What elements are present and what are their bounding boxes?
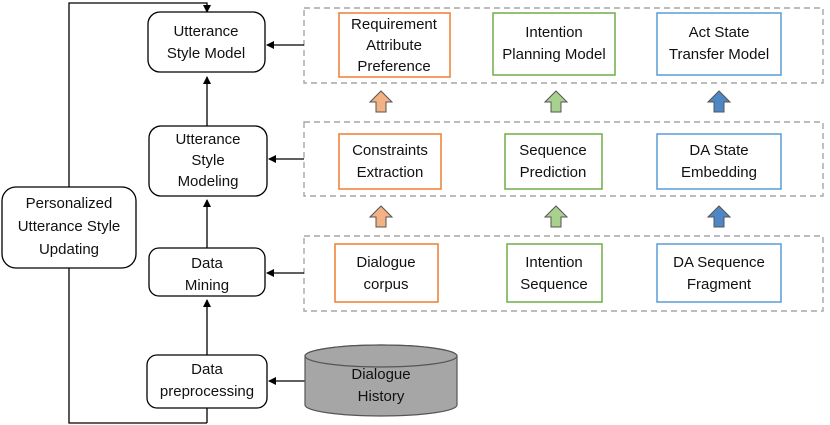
loop-from-preprocessing	[68, 254, 207, 424]
personalized-line-1: Personalized	[26, 195, 113, 212]
utterance-style-model-line-2: Style Model	[167, 45, 245, 62]
layer-arrows	[368, 90, 732, 228]
dialogue-corpus-line-2: corpus	[363, 276, 408, 293]
connectors	[68, 2, 305, 424]
da-sequence-line-1: DA Sequence	[673, 254, 765, 271]
personalized-line-3: Updating	[39, 241, 99, 258]
intention-sequence-line-1: Intention	[525, 254, 583, 271]
data-mining-node: Data Mining	[148, 247, 266, 297]
da-state-line-1: DA State	[689, 142, 748, 159]
da-sequence-line-2: Fragment	[687, 276, 752, 293]
up-arrow-green-lower	[543, 205, 569, 228]
personalized-line-2: Utterance Style	[18, 218, 121, 235]
dialogue-history-database: Dialogue History	[304, 344, 458, 417]
utterance-style-modeling-node: Utterance Style Modeling	[148, 125, 268, 197]
up-arrow-orange-lower	[368, 205, 394, 228]
constraints-line-2: Extraction	[357, 164, 424, 181]
intention-planning-line-2: Planning Model	[502, 46, 605, 63]
sequence-prediction-box: Sequence Prediction	[504, 133, 603, 190]
dialogue-corpus-box: Dialogue corpus	[334, 243, 439, 303]
middle-layer-group	[303, 121, 824, 197]
da-sequence-fragment-box: DA Sequence Fragment	[656, 243, 782, 303]
constraints-line-1: Constraints	[352, 142, 428, 159]
requirement-line-3: Preference	[357, 58, 430, 75]
data-mining-line-2: Mining	[185, 277, 229, 294]
utterance-style-modeling-line-2: Style	[191, 152, 224, 169]
da-state-line-2: Embedding	[681, 164, 757, 181]
sequence-prediction-line-2: Prediction	[520, 164, 587, 181]
loop-to-utterance-style-model	[68, 2, 211, 187]
intention-planning-line-1: Intention	[525, 24, 583, 41]
dialogue-history-line-1: Dialogue	[351, 366, 410, 383]
sequence-prediction-line-1: Sequence	[519, 142, 587, 159]
personalized-update-node: Personalized Utterance Style Updating	[1, 186, 137, 269]
data-preprocessing-node: Data preprocessing	[146, 354, 268, 409]
utterance-style-modeling-line-3: Modeling	[178, 173, 239, 190]
intention-sequence-line-2: Sequence	[520, 276, 588, 293]
da-state-embedding-box: DA State Embedding	[656, 133, 782, 190]
act-state-transfer-model-box: Act State Transfer Model	[656, 12, 782, 76]
utterance-style-model-node: Utterance Style Model	[147, 11, 266, 73]
constraints-extraction-box: Constraints Extraction	[338, 133, 442, 190]
up-arrow-blue-lower	[706, 205, 732, 228]
intention-sequence-box: Intention Sequence	[506, 243, 603, 303]
dialogue-corpus-line-1: Dialogue	[356, 254, 415, 271]
act-state-line-2: Transfer Model	[669, 46, 769, 63]
up-arrow-blue-upper	[706, 90, 732, 113]
utterance-style-modeling-line-1: Utterance	[175, 131, 240, 148]
requirement-line-2: Attribute	[366, 37, 422, 54]
intention-planning-model-box: Intention Planning Model	[492, 12, 616, 76]
utterance-style-model-line-1: Utterance	[173, 23, 238, 40]
data-mining-line-1: Data	[191, 255, 223, 272]
requirement-line-1: Requirement	[351, 16, 438, 33]
database-top	[304, 344, 458, 368]
data-preprocessing-line-1: Data	[191, 361, 223, 378]
up-arrow-orange-upper	[368, 90, 394, 113]
up-arrow-green-upper	[543, 90, 569, 113]
act-state-line-1: Act State	[689, 24, 750, 41]
dialogue-history-line-2: History	[358, 388, 405, 405]
data-preprocessing-line-2: preprocessing	[160, 383, 254, 400]
requirement-attribute-preference-box: Requirement Attribute Preference	[338, 12, 451, 78]
